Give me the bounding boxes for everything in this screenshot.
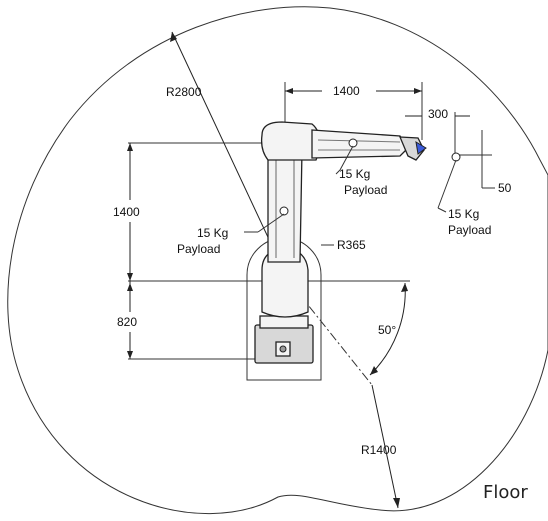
work-envelope (7, 6, 548, 515)
payload-arm-line1: 15 Kg (339, 167, 370, 181)
payload-arm-line2: Payload (344, 183, 387, 197)
label-arm-1400: 1400 (333, 84, 360, 98)
angle-50 (369, 282, 408, 376)
payload-point-arm (348, 138, 358, 148)
payload-tool-line2: Payload (448, 223, 491, 237)
label-r365: R365 (337, 238, 366, 252)
payload-point-upper (279, 206, 289, 216)
robot (254, 121, 461, 364)
label-300: 300 (428, 107, 448, 121)
label-r1400: R1400 (361, 443, 397, 457)
payload-point-tool (451, 152, 461, 162)
payload-upper-line1: 15 Kg (197, 226, 228, 240)
payload-upper-line2: Payload (177, 242, 220, 256)
label-angle: 50° (378, 323, 396, 337)
dim-r1400 (371, 384, 400, 509)
label-r2800: R2800 (166, 85, 202, 99)
label-50: 50 (498, 181, 512, 195)
label-820: 820 (117, 315, 137, 329)
label-upper-1400: 1400 (113, 205, 140, 219)
dim-vertical (127, 143, 133, 359)
dim-wrist (405, 112, 495, 189)
payload-tool-line1: 15 Kg (448, 207, 479, 221)
floor-label: Floor (483, 482, 528, 503)
dim-arm-1400 (284, 82, 423, 140)
